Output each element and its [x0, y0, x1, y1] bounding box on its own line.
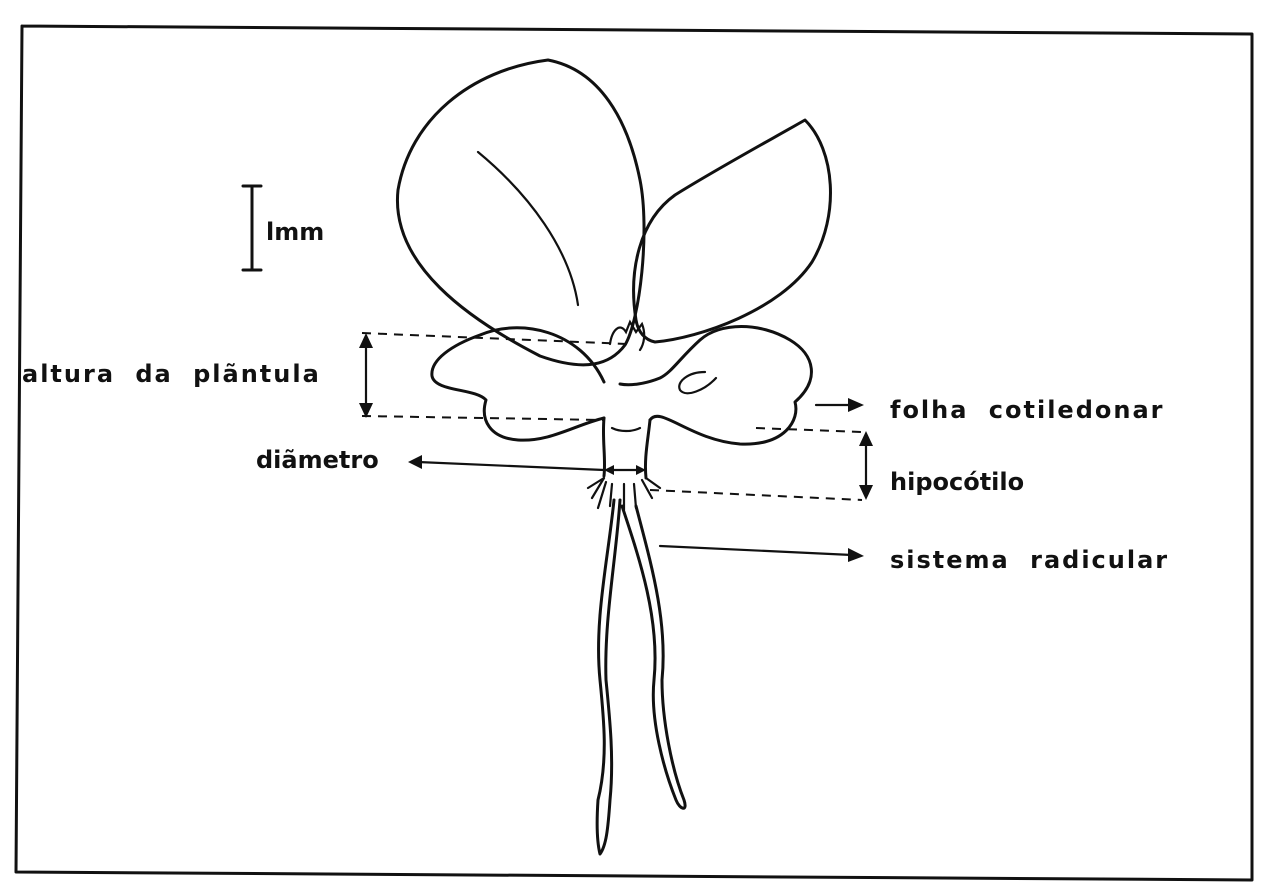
root-system-pointer-arrow	[660, 546, 864, 562]
root-collar-rootlets	[588, 478, 660, 510]
left-leaf-midrib	[478, 152, 578, 305]
dash-hypocotyl-bottom	[650, 490, 862, 500]
seedling-height-arrow	[359, 333, 373, 418]
stem-top	[612, 428, 640, 431]
cotyledon-pointer-arrow	[816, 398, 864, 412]
cotyledon-inner-lobe	[679, 372, 716, 393]
scale-bar	[243, 186, 261, 270]
diameter-label: diãmetro	[256, 448, 379, 472]
cotyledon-leaf-label: folha cotiledonar	[890, 398, 1165, 422]
root-right	[622, 506, 685, 808]
seedling-height-label: altura da plãntula	[22, 362, 321, 386]
left-leaf	[397, 60, 644, 365]
root-left	[597, 500, 620, 854]
right-leaf	[634, 120, 831, 342]
dash-hypocotyl-top	[756, 428, 862, 432]
hypocotyl-arrow	[859, 431, 873, 500]
dash-base-height	[362, 416, 604, 420]
apical-bud	[610, 322, 644, 350]
scale-label: lmm	[266, 220, 324, 244]
hypocotyl-label: hipocótilo	[890, 470, 1024, 494]
root-system-label: sistema radicular	[890, 548, 1169, 572]
dash-top-height	[362, 333, 628, 344]
diameter-arrow	[408, 455, 646, 475]
